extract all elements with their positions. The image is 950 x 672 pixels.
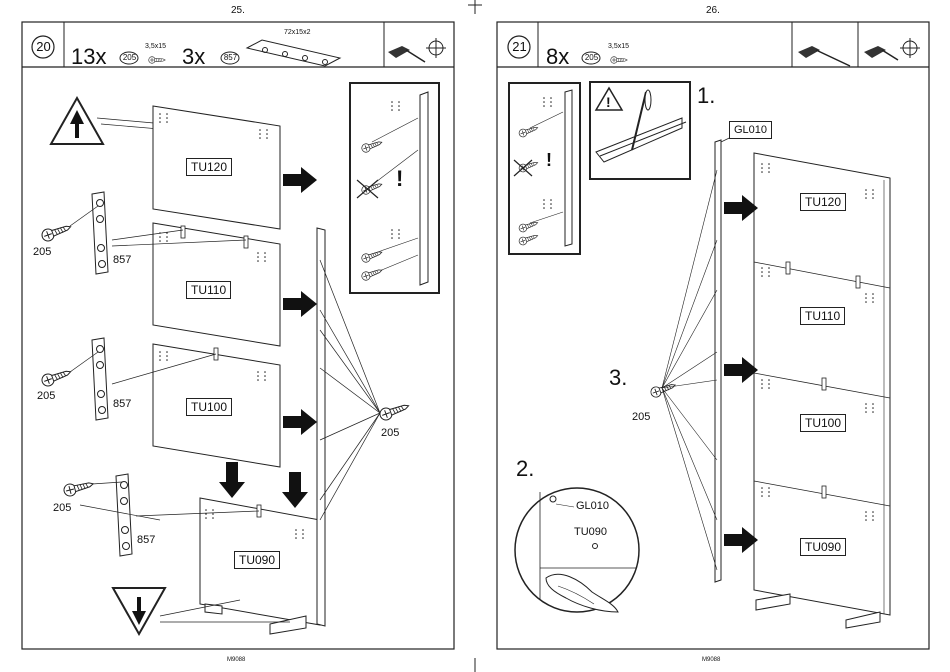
step-number: 21 — [512, 39, 527, 54]
substep-2: 2. — [516, 456, 534, 482]
svg-text:!: ! — [546, 150, 552, 170]
plate-callout: 857 — [137, 534, 155, 546]
part-qty: 13x — [71, 44, 106, 70]
panel-label-tu100: TU100 — [800, 414, 846, 432]
panel-label-tu110: TU110 — [800, 307, 845, 325]
detail-label-tu090: TU090 — [574, 526, 607, 538]
svg-text:!: ! — [396, 166, 403, 191]
footer-code-left: M9088 — [227, 657, 245, 663]
footer-code-right: M9088 — [702, 657, 720, 663]
part-spec: 72x15x2 — [284, 29, 310, 36]
screw-callout: 205 — [381, 427, 399, 439]
screw-callout: 205 — [632, 411, 650, 423]
detail-label-gl010: GL010 — [576, 500, 609, 512]
substep-1: 1. — [697, 83, 715, 109]
screw-callout: 205 — [37, 390, 55, 402]
screwdriver-icon — [864, 38, 920, 60]
screwdriver-icon — [798, 46, 850, 66]
screwdriver-icon — [388, 38, 446, 62]
part-spec: 3,5x15 — [608, 43, 629, 50]
panel-label-tu110: TU110 — [186, 281, 231, 299]
panel-label-tu120: TU120 — [800, 193, 846, 211]
step-number: 20 — [36, 39, 51, 54]
screw-callout: 205 — [53, 502, 71, 514]
svg-text:!: ! — [606, 94, 611, 110]
part-number: 857 — [222, 53, 239, 62]
part-qty: 3x — [182, 44, 205, 70]
panel-label-tu100: TU100 — [186, 398, 232, 416]
page-number-right: 26. — [706, 5, 720, 16]
part-spec: 3,5x15 — [145, 43, 166, 50]
substep-3: 3. — [609, 365, 627, 391]
page-number-left: 25. — [231, 5, 245, 16]
part-number: 205 — [121, 53, 138, 62]
part-label-gl010: GL010 — [729, 121, 772, 139]
panel-label-tu120: TU120 — [186, 158, 232, 176]
plate-callout: 857 — [113, 398, 131, 410]
panel-label-tu090: TU090 — [800, 538, 846, 556]
screw-callout: 205 — [33, 246, 51, 258]
part-number: 205 — [583, 53, 600, 62]
plate-callout: 857 — [113, 254, 131, 266]
part-qty: 8x — [546, 44, 569, 70]
panel-label-tu090: TU090 — [234, 551, 280, 569]
